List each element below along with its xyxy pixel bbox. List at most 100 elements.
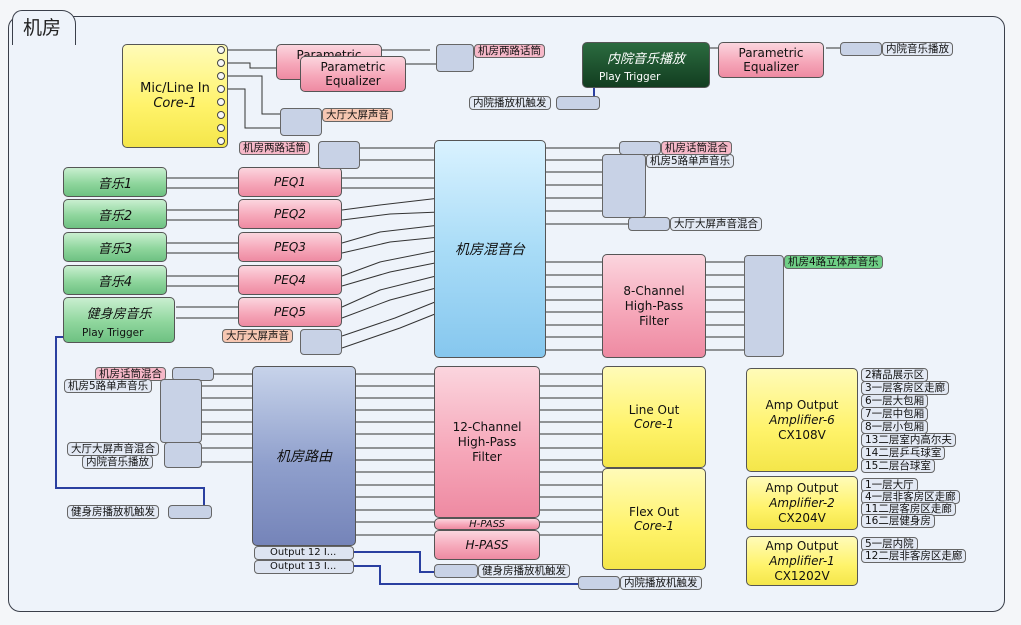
inner-music-in-connector[interactable] bbox=[164, 442, 202, 468]
amp6-zone-2: 3一层客房区走廊 bbox=[861, 381, 950, 395]
hall-mix-in-label: 大厅大屏声音混合 bbox=[67, 442, 159, 456]
inner-trigger-label: 内院播放机触发 bbox=[469, 96, 551, 110]
jf-two-in-label: 机房两路话筒 bbox=[239, 141, 310, 155]
peq3-block[interactable]: PEQ3 bbox=[238, 232, 342, 262]
gym-music-trigger: Play Trigger bbox=[82, 327, 144, 339]
parametric-eq-block-right[interactable]: Parametric Equalizer bbox=[718, 42, 824, 78]
jf-mixer-block[interactable]: 机房混音台 bbox=[434, 140, 546, 358]
amp2-title: Amp Output bbox=[765, 480, 839, 495]
line-out-core: Core-1 bbox=[633, 417, 674, 431]
amp6-zone-4: 7一层中包厢 bbox=[861, 407, 929, 421]
page-title: 机房 bbox=[12, 10, 77, 45]
peq4-block[interactable]: PEQ4 bbox=[238, 265, 342, 295]
amp2-zone-3: 11二层客房区走廊 bbox=[861, 502, 956, 516]
mic-block-core: Core-1 bbox=[153, 96, 197, 111]
inner-music-title: 内院音乐播放 bbox=[606, 52, 685, 67]
flex-out-block[interactable]: Flex Out Core-1 bbox=[602, 468, 706, 570]
hall-screen-connector[interactable] bbox=[280, 108, 322, 136]
hp8-line2: High-Pass bbox=[624, 298, 684, 313]
gym-trigger-label: 健身房播放机触发 bbox=[67, 505, 159, 519]
amp6-zone-1: 2精品展示区 bbox=[861, 368, 929, 382]
jf-mic-mix-label: 机房话筒混合 bbox=[661, 141, 732, 155]
inner-music-connector[interactable] bbox=[840, 42, 882, 56]
router-output-13-label: Output 13 I... bbox=[270, 561, 337, 572]
mic-pin[interactable] bbox=[217, 98, 225, 106]
jf-mic-mix-connector[interactable] bbox=[619, 141, 661, 155]
amp6-zone-5: 8一层小包厢 bbox=[861, 420, 929, 434]
hall-screen-in-label: 大厅大屏声音 bbox=[222, 329, 293, 343]
hp12-line3: Filter bbox=[472, 449, 502, 464]
peq2-block[interactable]: PEQ2 bbox=[238, 199, 342, 229]
peq-right-line1: Parametric bbox=[738, 46, 804, 60]
jf-4stereo-connector[interactable] bbox=[744, 255, 784, 357]
hall-screen-label: 大厅大屏声音 bbox=[322, 108, 393, 122]
mic-pin[interactable] bbox=[217, 85, 225, 93]
gym-trigger-connector[interactable] bbox=[168, 505, 212, 519]
inner-trigger-out-label: 内院播放机触发 bbox=[620, 576, 702, 590]
mic-pin[interactable] bbox=[217, 124, 225, 132]
flex-out-core: Core-1 bbox=[633, 519, 674, 533]
mic-pin[interactable] bbox=[217, 111, 225, 119]
inner-music-trigger: Play Trigger bbox=[599, 71, 661, 83]
router-output-13[interactable]: Output 13 I... bbox=[254, 560, 354, 574]
jf-4stereo-label: 机房4路立体声音乐 bbox=[784, 255, 883, 269]
peq-right-line2: Equalizer bbox=[743, 60, 799, 74]
router-output-12[interactable]: Output 12 I... bbox=[254, 546, 354, 560]
parametric-eq-block-2[interactable]: Parametric Equalizer bbox=[300, 56, 406, 92]
amp1-title: Amp Output bbox=[765, 538, 839, 553]
jf-5mono-in-label: 机房5路单声音乐 bbox=[64, 379, 153, 393]
gym-trigger-out-label: 健身房播放机触发 bbox=[478, 564, 570, 578]
peq-top2-line2: Equalizer bbox=[325, 74, 381, 88]
peq5-block[interactable]: PEQ5 bbox=[238, 297, 342, 327]
mic-block-title: Mic/Line In bbox=[140, 81, 210, 96]
hp12-line1: 12-Channel bbox=[452, 419, 522, 434]
mic-pin[interactable] bbox=[217, 72, 225, 80]
jf-5mono-connector[interactable] bbox=[602, 154, 646, 218]
amp6-title: Amp Output bbox=[765, 397, 839, 412]
hp12-filter-block[interactable]: 12-Channel High-Pass Filter bbox=[434, 366, 540, 518]
inner-trigger-connector[interactable] bbox=[556, 96, 600, 110]
amp6-name: Amplifier-6 bbox=[769, 412, 835, 427]
hp8-filter-block[interactable]: 8-Channel High-Pass Filter bbox=[602, 254, 706, 358]
jf-5mono-in-connector[interactable] bbox=[160, 379, 202, 443]
amp6-zone-3: 6一层大包厢 bbox=[861, 394, 929, 408]
peq1-block[interactable]: PEQ1 bbox=[238, 167, 342, 197]
amp6-zone-6: 13二层室内高尔夫 bbox=[861, 433, 956, 447]
amp2-zone-4: 16二层健身房 bbox=[861, 514, 935, 528]
inner-trigger-out-connector[interactable] bbox=[578, 576, 620, 590]
amp1-zone-1: 5一层内院 bbox=[861, 537, 918, 551]
hp12-line2: High-Pass bbox=[457, 434, 517, 449]
hpass-hidden-block[interactable]: H-PASS bbox=[434, 518, 540, 530]
peq-top2-line1: Parametric bbox=[320, 60, 386, 74]
mic-pin[interactable] bbox=[217, 137, 225, 145]
music-source-3[interactable]: 音乐3 bbox=[63, 232, 167, 262]
inner-music-play-label: 内院音乐播放 bbox=[882, 42, 953, 56]
hall-screen-in-connector[interactable] bbox=[300, 329, 342, 355]
mic-pin[interactable] bbox=[217, 59, 225, 67]
amp1-block[interactable]: Amp Output Amplifier-1 CX1202V bbox=[746, 536, 858, 586]
amp6-block[interactable]: Amp Output Amplifier-6 CX108V bbox=[746, 368, 858, 472]
jf-two-connector[interactable] bbox=[436, 44, 474, 72]
jf-5mono-label: 机房5路单声音乐 bbox=[646, 154, 735, 168]
router-output-12-label: Output 12 I... bbox=[270, 547, 337, 558]
music-source-1[interactable]: 音乐1 bbox=[63, 167, 167, 197]
hall-mix-connector[interactable] bbox=[628, 217, 670, 231]
line-out-block[interactable]: Line Out Core-1 bbox=[602, 366, 706, 468]
inner-music-in-label: 内院音乐播放 bbox=[82, 455, 153, 469]
gym-music-block[interactable]: 健身房音乐 Play Trigger bbox=[63, 297, 175, 343]
amp2-block[interactable]: Amp Output Amplifier-2 CX204V bbox=[746, 476, 858, 530]
jf-router-block[interactable]: 机房路由 bbox=[252, 366, 356, 546]
inner-music-player-block[interactable]: 内院音乐播放 Play Trigger bbox=[582, 42, 710, 88]
hpass-block[interactable]: H-PASS bbox=[434, 530, 540, 560]
jf-two-in-connector[interactable] bbox=[318, 141, 360, 169]
music-source-4[interactable]: 音乐4 bbox=[63, 265, 167, 295]
music-source-2[interactable]: 音乐2 bbox=[63, 199, 167, 229]
jf-two-mic-label: 机房两路话筒 bbox=[474, 44, 545, 58]
gym-trigger-out-connector[interactable] bbox=[434, 564, 478, 578]
line-out-title: Line Out bbox=[628, 403, 680, 417]
hall-mix-label: 大厅大屏声音混合 bbox=[670, 217, 762, 231]
mic-line-in-block[interactable]: Mic/Line In Core-1 bbox=[122, 44, 228, 148]
amp6-model: CX108V bbox=[778, 427, 826, 442]
mic-pin[interactable] bbox=[217, 46, 225, 54]
